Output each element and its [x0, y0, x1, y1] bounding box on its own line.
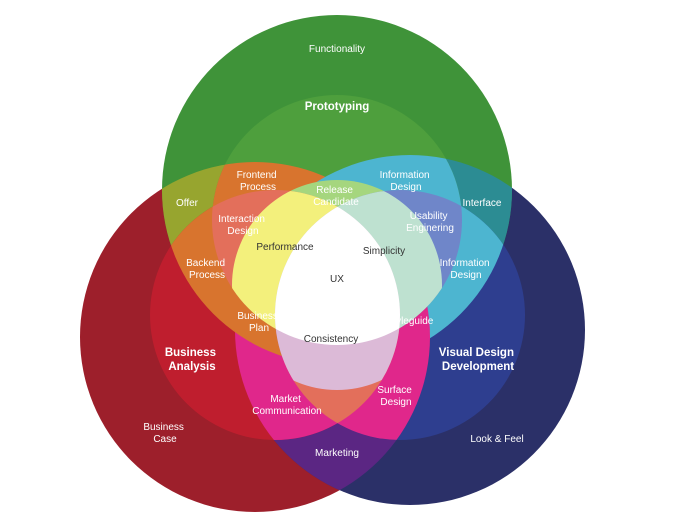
label-ux: UX: [330, 274, 344, 285]
label-information-design-right: Information Design: [440, 258, 493, 281]
label-marketing: Marketing: [315, 448, 359, 459]
label-information-design-top: Information Design: [380, 170, 433, 193]
label-market-communication: Market Communication: [252, 394, 321, 417]
core-center: [275, 190, 400, 345]
business-analysis-title: Business Analysis: [165, 347, 219, 373]
visual-design-title: Visual Design Development: [439, 347, 517, 373]
label-business-plan: Business Plan: [237, 311, 280, 334]
label-usability-engineering: Usability Enginering: [406, 211, 454, 234]
prototyping-title: Prototyping: [305, 101, 370, 113]
label-simplicity: Simplicity: [363, 246, 405, 257]
label-look-and-feel: Look & Feel: [470, 434, 523, 445]
label-offer: Offer: [176, 198, 199, 209]
label-functionality: Functionality: [309, 44, 365, 55]
label-surface-design: Surface Design: [377, 385, 414, 408]
label-interaction-design: Interaction Design: [218, 214, 267, 237]
label-consistency: Consistency: [304, 334, 358, 345]
label-frontend-process: Frontend Process: [237, 170, 280, 193]
label-business-case: Business Case: [143, 422, 186, 445]
label-release-candidate: Release Candidate: [313, 185, 359, 208]
label-interface: Interface: [463, 198, 502, 209]
label-styleguide: Styleguide: [387, 316, 434, 327]
label-performance: Performance: [256, 242, 314, 253]
label-backend-process: Backend Process: [186, 258, 228, 281]
